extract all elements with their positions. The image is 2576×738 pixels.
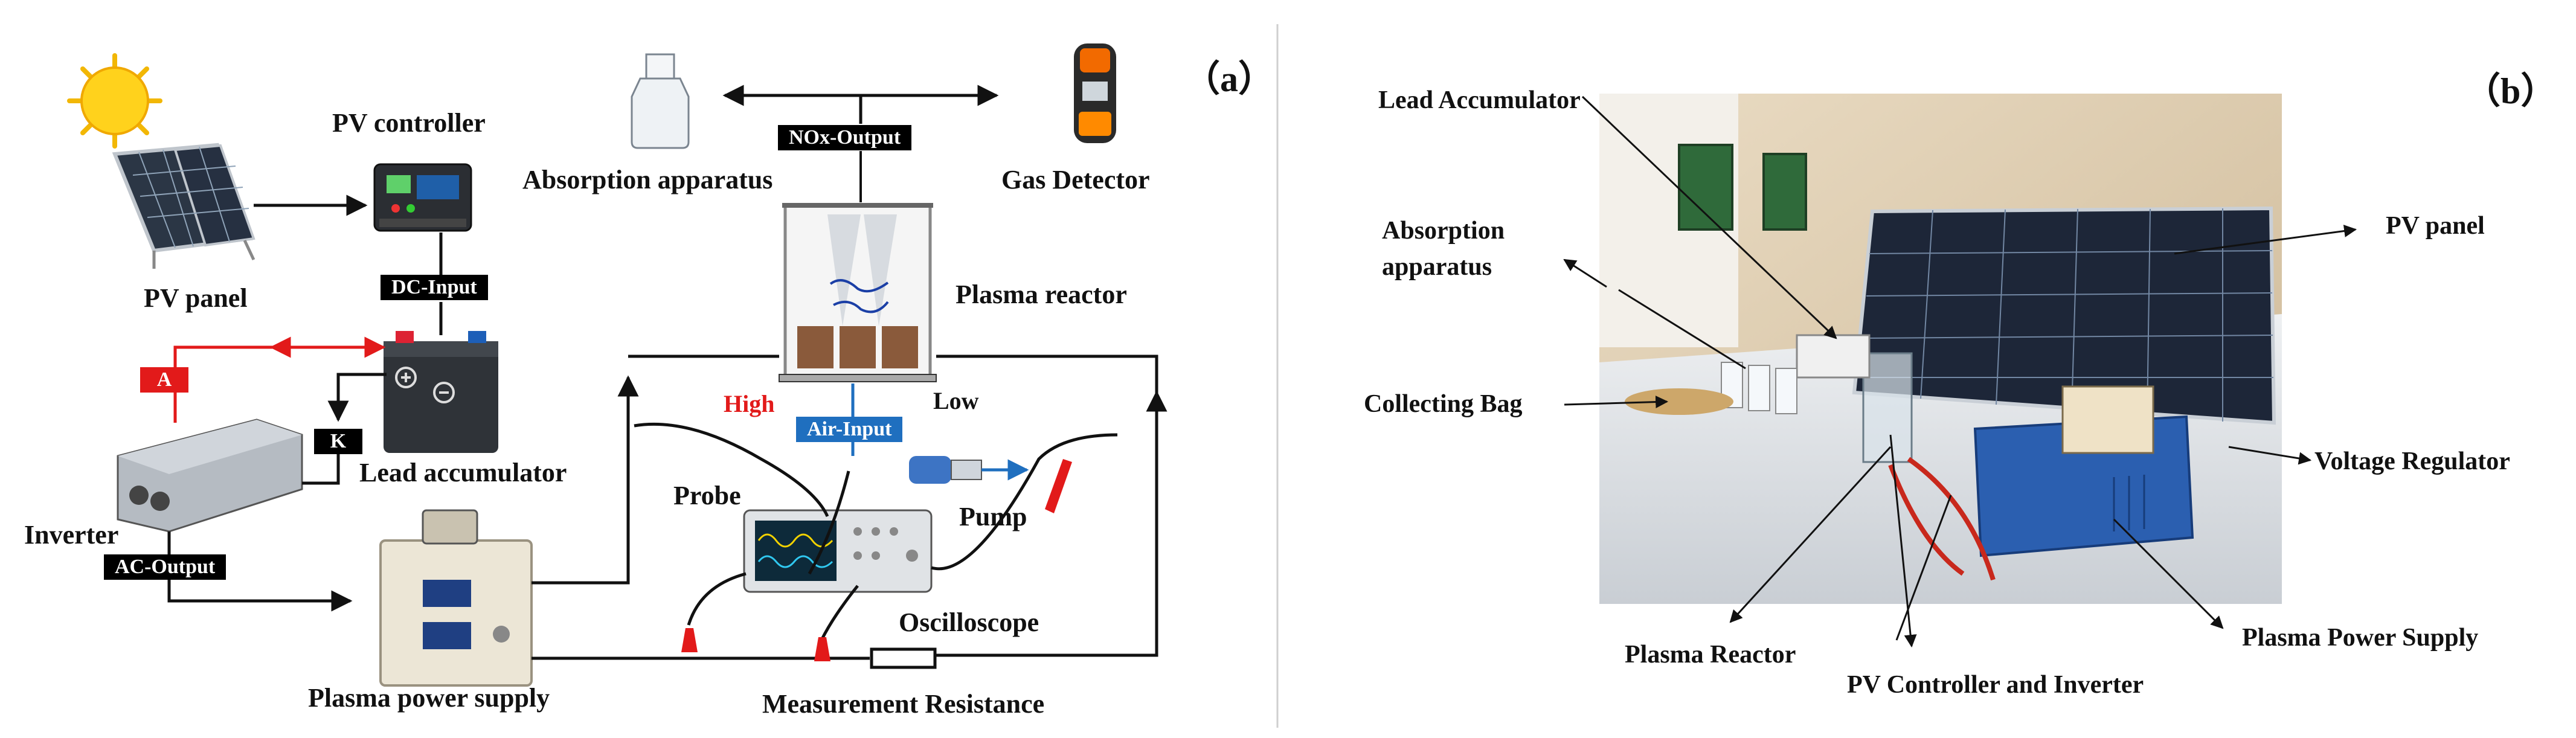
gas-detector-image: [1074, 43, 1116, 143]
absorption-bottle-image: [631, 53, 690, 149]
pump-label: Pump: [959, 502, 1027, 531]
pv-panel-label-a: PV panel: [144, 283, 248, 313]
low-label: Low: [933, 387, 979, 414]
oscilloscope-label: Oscilloscope: [899, 608, 1039, 637]
lead-accumulator-label-a: Lead accumulator: [359, 458, 567, 487]
gas-detector-label: Gas Detector: [1001, 165, 1150, 194]
panel-a-letter: （a）: [1184, 59, 1274, 99]
plasma-reactor-label-a: Plasma reactor: [956, 280, 1127, 309]
inverter-image: [117, 419, 303, 533]
panel-b-letter: （b）: [2464, 71, 2557, 111]
sun-icon: [67, 53, 162, 149]
nox-output-tag: NOx-Output: [778, 125, 912, 150]
callout-lines: [1563, 95, 2357, 648]
voltage-regulator-label: Voltage Regulator: [2314, 448, 2510, 475]
pv-controller-label: PV controller: [332, 108, 486, 138]
lead-accumulator-label-b: Lead Accumulator: [1378, 86, 1581, 114]
pv-panel-image: [112, 143, 255, 269]
switch-k-tag: K: [314, 429, 362, 454]
pump-image: [909, 456, 982, 484]
oscilloscope-image: [743, 509, 933, 593]
dc-input-tag: DC-Input: [381, 275, 488, 300]
plasma-power-supply-image: [379, 509, 533, 687]
plasma-power-supply-label-a: Plasma power supply: [308, 683, 550, 713]
collecting-bag-label: Collecting Bag: [1364, 390, 1523, 418]
ammeter-a-tag: A: [140, 367, 188, 393]
lead-accumulator-image: [384, 331, 498, 453]
plasma-power-supply-label-b: Plasma Power Supply: [2242, 624, 2479, 652]
plasma-reactor-label-b: Plasma Reactor: [1625, 641, 1796, 669]
probe-tips: [681, 459, 1072, 661]
high-label: High: [724, 390, 775, 417]
inverter-label: Inverter: [24, 520, 119, 550]
ac-output-tag: AC-Output: [104, 554, 226, 580]
pv-controller-image: [373, 163, 472, 232]
probe-label: Probe: [673, 481, 741, 510]
pv-panel-label-b: PV panel: [2386, 212, 2485, 240]
absorption-apparatus-label: Absorption apparatus: [522, 165, 773, 194]
absorption-apparatus-label-b-line1: Absorption: [1382, 217, 1505, 245]
plasma-reactor-image: [779, 203, 937, 382]
pv-controller-inverter-label: PV Controller and Inverter: [1847, 671, 2144, 699]
lab-photo: [1599, 94, 2282, 604]
absorption-apparatus-label-b-line2: apparatus: [1382, 253, 1492, 281]
air-input-tag: Air-Input: [796, 417, 903, 442]
measurement-resistance-label: Measurement Resistance: [762, 689, 1045, 719]
